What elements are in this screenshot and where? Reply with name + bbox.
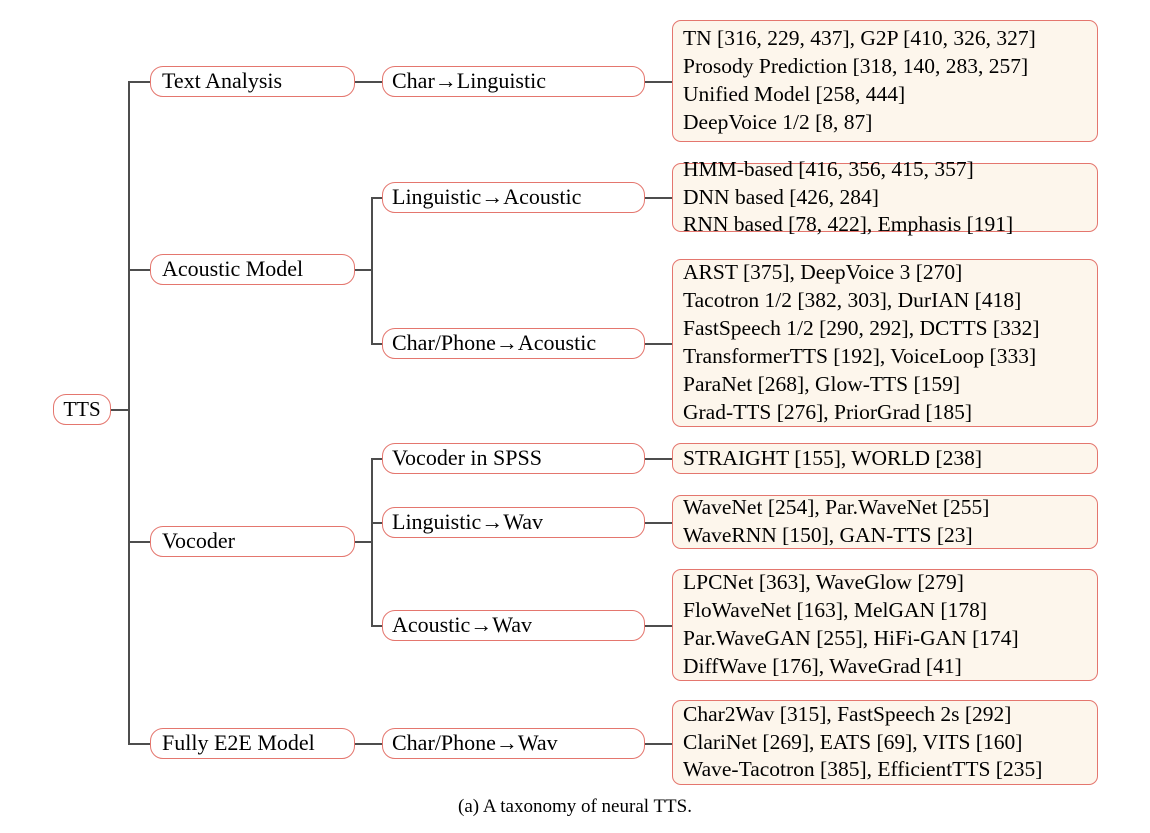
connector-char-linguistic-to-leaf (645, 81, 674, 83)
connector-charphone-acoustic-to-leaf (645, 343, 674, 345)
leaf-line: ParaNet [268], Glow-TTS [159] (683, 371, 961, 396)
connector-vocoder-to-lin-wav (371, 522, 385, 524)
leaf-line: Wave-Tacotron [385], EfficientTTS [235] (683, 757, 1043, 782)
connector-acoustic-to-lin-acoustic (371, 197, 385, 199)
node-linguistic-to-wav[interactable]: Linguistic→Wav (382, 507, 645, 538)
node-linguistic-to-acoustic-label: Linguistic→Acoustic (392, 184, 582, 210)
connector-acoustic-stub (355, 269, 373, 271)
leaf-line: WaveNet [254], Par.WaveNet [255] (683, 495, 990, 520)
leaf-line: ClariNet [269], EATS [69], VITS [160] (683, 729, 1023, 754)
node-vocoder[interactable]: Vocoder (150, 526, 355, 557)
node-text-analysis-label: Text Analysis (162, 68, 283, 94)
node-acoustic-to-wav[interactable]: Acoustic→Wav (382, 610, 645, 641)
node-char-phone-to-acoustic[interactable]: Char/Phone→Acoustic (382, 328, 645, 359)
node-root-tts-label: TTS (63, 396, 101, 421)
connector-acoustic-bus (371, 197, 373, 344)
connector-vocoder-bus (371, 458, 373, 626)
leaf-linguistic-to-wav[interactable]: WaveNet [254], Par.WaveNet [255] WaveRNN… (672, 495, 1098, 549)
connector-fully-e2e-to-child (355, 743, 382, 745)
node-root-tts[interactable]: TTS (53, 394, 111, 425)
node-fully-e2e-model-label: Fully E2E Model (162, 730, 315, 756)
leaf-line: DeepVoice 1/2 [8, 87] (683, 109, 873, 134)
node-vocoder-in-spss[interactable]: Vocoder in SPSS (382, 443, 645, 474)
connector-root-stub (111, 409, 130, 411)
connector-lin-acoustic-to-leaf (645, 197, 674, 199)
connector-acoustic-to-charphone-acoustic (371, 343, 385, 345)
leaf-acoustic-to-wav[interactable]: LPCNet [363], WaveGlow [279] FloWaveNet … (672, 569, 1098, 681)
node-acoustic-model[interactable]: Acoustic Model (150, 254, 355, 285)
node-fully-e2e-model[interactable]: Fully E2E Model (150, 728, 355, 759)
connector-spss-to-leaf (645, 458, 674, 460)
node-char-to-linguistic[interactable]: Char→Linguistic (382, 66, 645, 97)
node-linguistic-to-wav-label: Linguistic→Wav (392, 509, 543, 535)
node-char-phone-to-acoustic-label: Char/Phone→Acoustic (392, 330, 597, 356)
leaf-line: ARST [375], DeepVoice 3 [270] (683, 260, 963, 285)
node-char-to-linguistic-label: Char→Linguistic (392, 68, 546, 94)
leaf-line: RNN based [78, 422], Emphasis [191] (683, 212, 1014, 237)
leaf-char-to-linguistic[interactable]: TN [316, 229, 437], G2P [410, 326, 327] … (672, 20, 1098, 142)
leaf-line: Char2Wav [315], FastSpeech 2s [292] (683, 701, 1012, 726)
leaf-line: FastSpeech 1/2 [290, 292], DCTTS [332] (683, 316, 1040, 341)
connector-lin-wav-to-leaf (645, 522, 674, 524)
node-acoustic-to-wav-label: Acoustic→Wav (392, 612, 532, 638)
leaf-line: HMM-based [416, 356, 415, 357] (683, 156, 974, 181)
node-char-phone-to-wav[interactable]: Char/Phone→Wav (382, 728, 645, 759)
node-vocoder-label: Vocoder (162, 528, 235, 554)
figure-caption: (a) A taxonomy of neural TTS. (458, 796, 692, 817)
connector-root-to-acoustic-model (128, 269, 152, 271)
node-linguistic-to-acoustic[interactable]: Linguistic→Acoustic (382, 182, 645, 213)
leaf-char-phone-to-acoustic[interactable]: ARST [375], DeepVoice 3 [270] Tacotron 1… (672, 259, 1098, 427)
leaf-vocoder-in-spss[interactable]: STRAIGHT [155], WORLD [238] (672, 443, 1098, 474)
leaf-line: Tacotron 1/2 [382, 303], DurIAN [418] (683, 288, 1022, 313)
node-char-phone-to-wav-label: Char/Phone→Wav (392, 730, 558, 756)
connector-root-bus (128, 81, 130, 744)
leaf-line: LPCNet [363], WaveGlow [279] (683, 570, 964, 595)
leaf-line: Prosody Prediction [318, 140, 283, 257] (683, 54, 1029, 79)
connector-acoustic-wav-to-leaf (645, 625, 674, 627)
node-acoustic-model-label: Acoustic Model (162, 256, 304, 282)
leaf-line: STRAIGHT [155], WORLD [238] (683, 445, 982, 470)
leaf-line: Grad-TTS [276], PriorGrad [185] (683, 399, 972, 424)
node-vocoder-in-spss-label: Vocoder in SPSS (392, 445, 542, 471)
leaf-char-phone-to-wav[interactable]: Char2Wav [315], FastSpeech 2s [292] Clar… (672, 700, 1098, 785)
node-text-analysis[interactable]: Text Analysis (150, 66, 355, 97)
leaf-line: FloWaveNet [163], MelGAN [178] (683, 598, 987, 623)
connector-root-to-text-analysis (128, 81, 152, 83)
leaf-line: WaveRNN [150], GAN-TTS [23] (683, 523, 973, 547)
leaf-line: DiffWave [176], WaveGrad [41] (683, 653, 962, 678)
connector-charphone-wav-to-leaf (645, 743, 674, 745)
leaf-linguistic-to-acoustic[interactable]: HMM-based [416, 356, 415, 357] DNN based… (672, 157, 1098, 236)
connector-root-to-fully-e2e (128, 743, 152, 745)
connector-text-analysis-to-child (355, 81, 382, 83)
connector-vocoder-stub (355, 541, 373, 543)
connector-root-to-vocoder (128, 541, 152, 543)
leaf-line: DNN based [426, 284] (683, 184, 879, 209)
connector-vocoder-to-spss (371, 458, 385, 460)
leaf-line: Par.WaveGAN [255], HiFi-GAN [174] (683, 626, 1019, 650)
connector-vocoder-to-acoustic-wav (371, 625, 385, 627)
leaf-line: TransformerTTS [192], VoiceLoop [333] (683, 344, 1037, 368)
leaf-line: TN [316, 229, 437], G2P [410, 326, 327] (683, 26, 1036, 51)
leaf-line: Unified Model [258, 444] (683, 82, 906, 106)
